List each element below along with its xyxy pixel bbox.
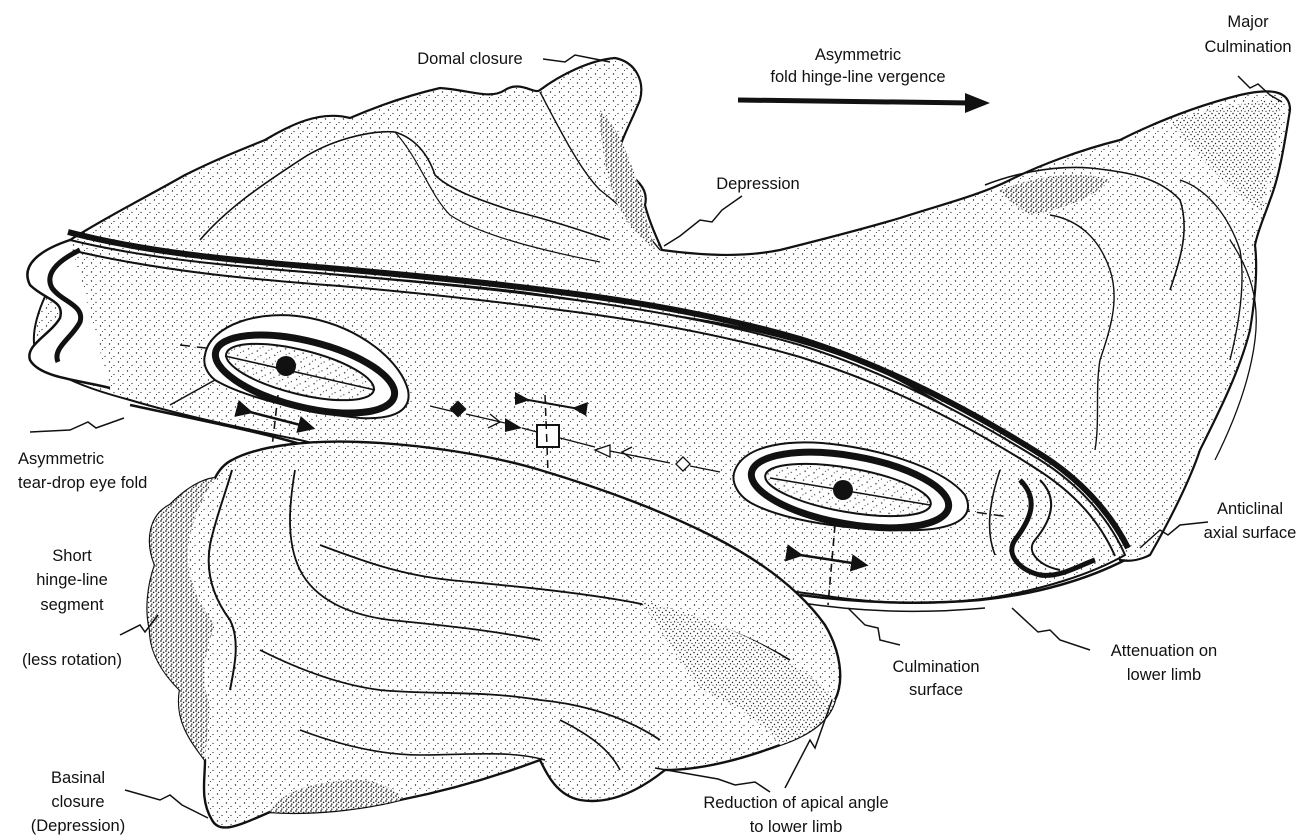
label-major-culmination-line2: Culmination xyxy=(1204,38,1291,56)
label-eye-fold-line1: Asymmetric xyxy=(18,450,104,468)
label-culmination-surface-line1: Culmination xyxy=(892,658,979,676)
label-short-hinge-line3: segment xyxy=(40,596,104,614)
label-vergence-line2: fold hinge-line vergence xyxy=(770,68,945,86)
square-icon xyxy=(537,425,559,447)
vergence-arrow xyxy=(738,93,990,113)
label-basinal-line3: (Depression) xyxy=(31,817,125,835)
label-short-hinge-line4: (less rotation) xyxy=(22,651,122,669)
label-apical-line2: to lower limb xyxy=(750,818,843,836)
label-short-hinge-line2: hinge-line xyxy=(36,571,108,589)
label-major-culmination-line1: Major xyxy=(1227,13,1269,31)
label-vergence-line1: Asymmetric xyxy=(815,46,901,64)
label-short-hinge-line1: Short xyxy=(52,547,92,565)
label-depression: Depression xyxy=(716,175,799,193)
label-domal-closure: Domal closure xyxy=(417,50,522,68)
label-apical-line1: Reduction of apical angle xyxy=(703,794,888,812)
label-basinal-line2: closure xyxy=(51,793,104,811)
label-culmination-surface-line2: surface xyxy=(909,681,963,699)
label-anticlinal-line2: axial surface xyxy=(1204,524,1297,542)
label-attenuation-line1: Attenuation on xyxy=(1111,642,1217,660)
label-anticlinal-line1: Anticlinal xyxy=(1217,500,1283,518)
label-attenuation-line2: lower limb xyxy=(1127,666,1201,684)
label-basinal-line1: Basinal xyxy=(51,769,105,787)
label-eye-fold-line2: tear-drop eye fold xyxy=(18,474,147,492)
